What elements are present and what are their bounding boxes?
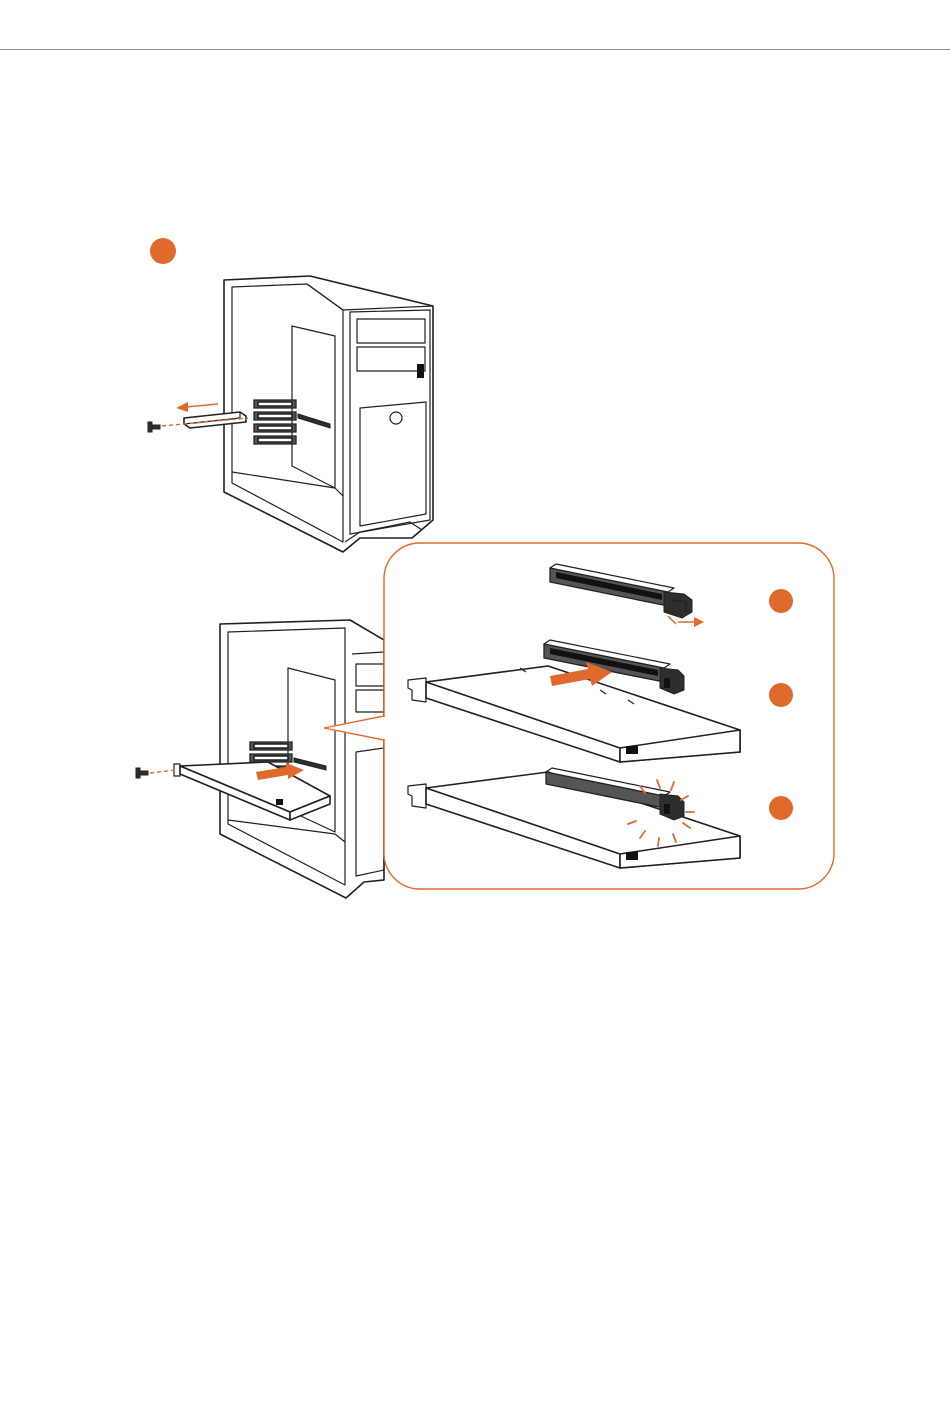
step-4-marker — [769, 796, 793, 820]
power-connector-icon — [626, 746, 638, 754]
step-3-marker — [769, 683, 793, 707]
screw-guide-line-bottom — [150, 770, 176, 773]
pc-case-bottom — [220, 620, 384, 898]
usb-port-icon — [417, 364, 424, 378]
detail-callout — [324, 543, 834, 889]
step-4-illustration — [136, 620, 384, 898]
step-2-marker — [769, 589, 793, 613]
remove-arrow-icon — [176, 402, 218, 412]
step-1-illustration — [148, 238, 433, 552]
screw-icon-bottom — [136, 768, 148, 778]
screw-icon — [148, 422, 160, 432]
step-1-marker — [150, 238, 176, 264]
